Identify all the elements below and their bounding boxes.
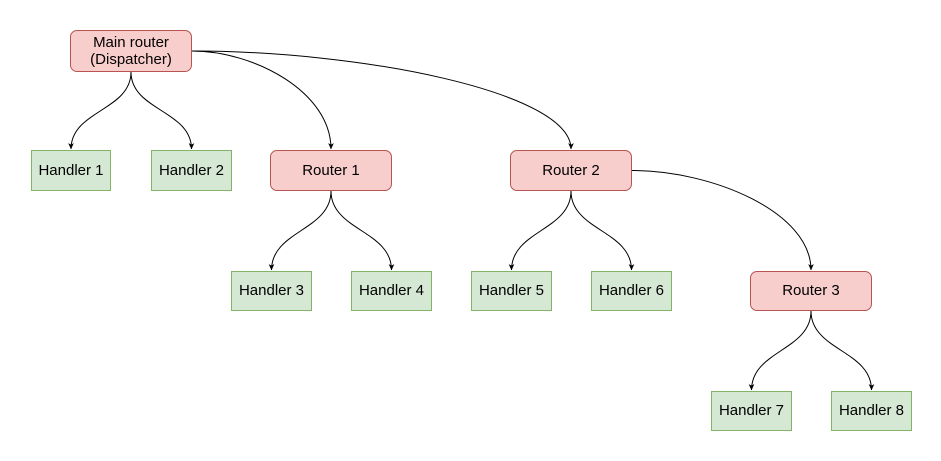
diagram-node-router-2: Router 2 <box>510 150 632 191</box>
node-label-handler-7: Handler 7 <box>718 402 785 420</box>
node-label-handler-4: Handler 4 <box>358 282 425 300</box>
node-label-handler-6: Handler 6 <box>598 282 665 300</box>
edge-router-3-to-handler-8 <box>810 310 875 391</box>
edge-main-router-to-router-2 <box>191 50 574 150</box>
edge-router-1-to-handler-3 <box>268 190 332 271</box>
diagram-node-handler-7: Handler 7 <box>711 391 792 431</box>
diagram-node-router-1: Router 1 <box>270 150 392 191</box>
node-label-handler-2: Handler 2 <box>158 161 225 179</box>
diagram-node-handler-5: Handler 5 <box>471 271 552 311</box>
node-label-router-2: Router 2 <box>542 161 600 179</box>
diagram-node-router-3: Router 3 <box>750 271 872 311</box>
edge-main-router-to-router-1 <box>191 50 334 150</box>
node-label-router-3: Router 3 <box>782 282 840 300</box>
diagram-node-handler-2: Handler 2 <box>151 150 232 191</box>
edge-router-1-to-handler-4 <box>330 190 395 271</box>
diagram-node-handler-1: Handler 1 <box>31 150 111 191</box>
edge-group <box>68 50 875 391</box>
edge-router-3-to-handler-7 <box>748 310 812 391</box>
edge-router-2-to-handler-5 <box>508 190 572 271</box>
diagram-node-handler-6: Handler 6 <box>591 271 672 311</box>
node-label-handler-8: Handler 8 <box>838 402 905 420</box>
diagram-node-handler-3: Handler 3 <box>231 271 312 311</box>
edge-router-2-to-handler-6 <box>570 190 635 271</box>
edge-main-router-to-handler-1 <box>68 71 132 150</box>
node-label-handler-3: Handler 3 <box>238 282 305 300</box>
node-label-main-router: Main router (Dispatcher) <box>90 33 172 68</box>
diagram-node-main-router: Main router (Dispatcher) <box>70 30 192 72</box>
node-label-router-1: Router 1 <box>302 161 360 179</box>
edge-router-2-to-router-3 <box>631 170 814 271</box>
node-label-handler-5: Handler 5 <box>478 282 545 300</box>
edge-main-router-to-handler-2 <box>130 71 195 150</box>
diagram-node-handler-4: Handler 4 <box>351 271 432 311</box>
diagram-node-handler-8: Handler 8 <box>831 391 912 431</box>
node-label-handler-1: Handler 1 <box>38 161 104 179</box>
